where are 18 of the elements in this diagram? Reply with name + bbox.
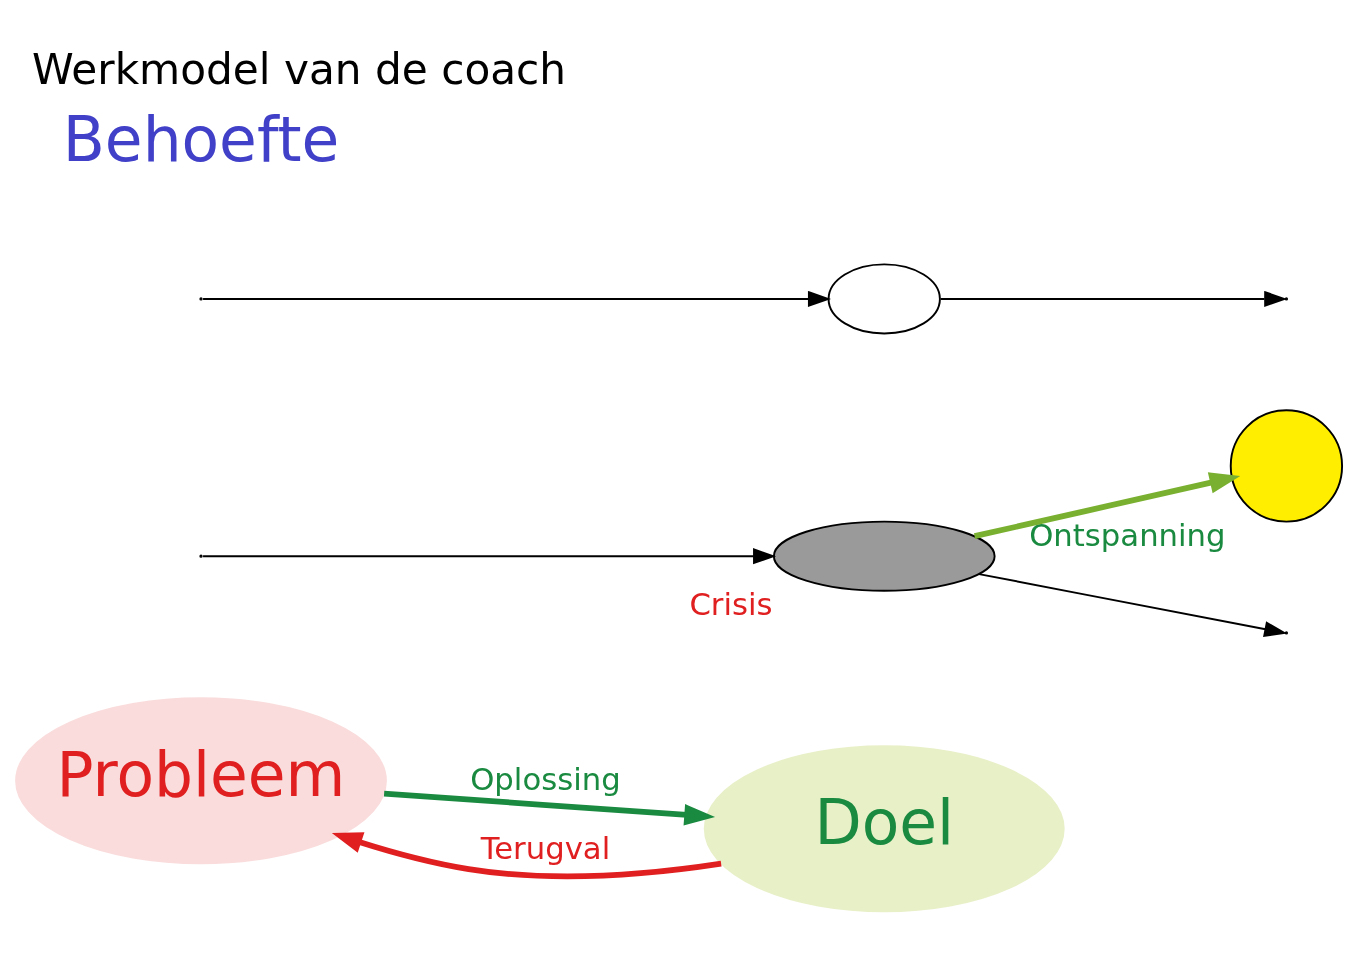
node-cloud xyxy=(827,262,941,334)
edge-label: Oplossing xyxy=(470,760,621,797)
arrow xyxy=(331,831,722,879)
node-ellipse: Probleem xyxy=(15,696,387,864)
node-ellipse: Doel xyxy=(703,744,1065,912)
node-cloud xyxy=(772,520,996,592)
arrow xyxy=(978,572,1288,637)
arrow xyxy=(939,290,1288,307)
node-label: Ontspanning xyxy=(1029,516,1226,553)
diagram-title: Werkmodel van de coach xyxy=(32,44,567,94)
arrow xyxy=(973,471,1241,539)
arrow xyxy=(383,790,716,826)
node-circle xyxy=(1229,408,1344,523)
arrow xyxy=(202,547,777,564)
label: Behoefte xyxy=(62,103,340,175)
node-label: Crisis xyxy=(689,585,773,622)
edge-label: Terugval xyxy=(480,829,611,866)
arrow xyxy=(202,290,831,307)
